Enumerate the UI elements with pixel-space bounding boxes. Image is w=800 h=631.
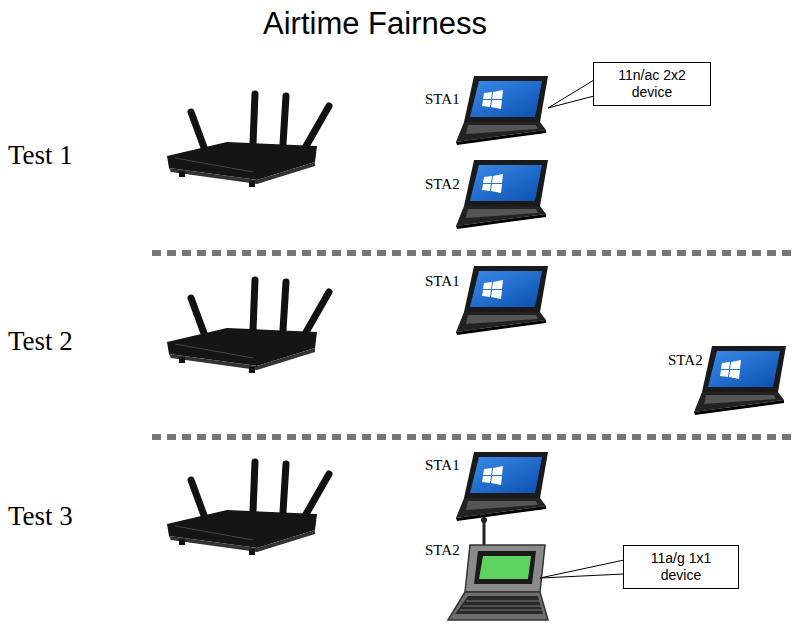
router: [167, 280, 329, 373]
callout-box: 11a/g 1x1 device: [623, 545, 739, 589]
callout-tail: [548, 80, 594, 108]
station-label: STA2: [425, 542, 460, 559]
laptop: [456, 76, 548, 145]
separator: [152, 434, 792, 440]
router: [167, 462, 329, 555]
callout-text: 11n/ac 2x2 device: [604, 67, 700, 101]
station-label: STA2: [668, 352, 703, 369]
callout-box: 11n/ac 2x2 device: [593, 62, 711, 106]
callout-text: 11a/g 1x1 device: [634, 550, 728, 584]
test-label: Test 1: [8, 140, 73, 171]
router: [167, 94, 329, 187]
legacy-device: [448, 517, 548, 620]
test-label: Test 2: [8, 326, 73, 357]
station-label: STA1: [425, 273, 460, 290]
station-label: STA2: [425, 176, 460, 193]
laptop: [456, 160, 548, 229]
laptop: [456, 266, 548, 335]
laptop: [694, 346, 786, 415]
laptop: [456, 452, 548, 521]
separator: [152, 250, 792, 256]
station-label: STA1: [425, 457, 460, 474]
station-label: STA1: [425, 91, 460, 108]
test-label: Test 3: [8, 501, 73, 532]
callout-tail: [540, 560, 624, 578]
title: Airtime Fairness: [263, 6, 487, 42]
